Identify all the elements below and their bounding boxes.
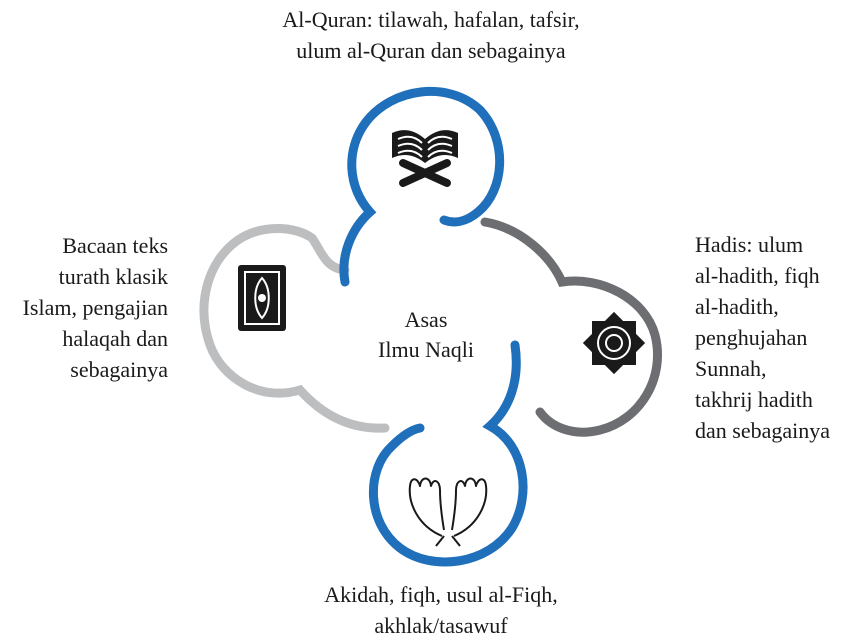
hadis-label-line: al-hadith,: [695, 294, 779, 319]
hadis-label-line: penghujahan: [695, 325, 808, 350]
bubble-right: [480, 217, 663, 437]
center-title-line: Asas: [404, 307, 448, 332]
hadis-label-line: al-hadith, fiqh: [695, 263, 820, 288]
turath-label-line: halaqah dan: [62, 326, 168, 351]
open-quran-icon: [392, 130, 458, 187]
octagram-star-icon: [582, 311, 646, 375]
quran-label-line: Al-Quran: tilawah, hafalan, tafsir,: [282, 7, 580, 32]
akidah-label-line: akhlak/tasawuf: [374, 613, 508, 638]
turath-label-line: Bacaan teks: [62, 233, 168, 258]
akidah-label-line: Akidah, fiqh, usul al-Fiqh,: [324, 582, 558, 607]
bubble-top: [339, 86, 505, 287]
bubble-bottom: [369, 340, 528, 567]
hadis-label: Hadis: ulum al-hadith, fiqh al-hadith, p…: [695, 229, 853, 446]
classic-book-icon: [238, 265, 286, 331]
turath-label: Bacaan teks turath klasik Islam, pengaji…: [0, 230, 168, 385]
hadis-label-line: dan sebagainya: [695, 418, 830, 443]
turath-label-line: turath klasik: [58, 264, 168, 289]
quran-label: Al-Quran: tilawah, hafalan, tafsir, ulum…: [226, 4, 636, 66]
hadis-label-line: takhrij hadith: [695, 387, 813, 412]
center-title: Asas Ilmu Naqli: [346, 305, 506, 365]
turath-label-line: Islam, pengajian: [22, 295, 168, 320]
bubble-left: [199, 224, 390, 433]
quran-label-line: ulum al-Quran dan sebagainya: [296, 38, 566, 63]
hadis-label-line: Hadis: ulum: [695, 232, 804, 257]
praying-hands-icon: [408, 477, 488, 547]
hadis-label-line: Sunnah,: [695, 356, 767, 381]
turath-label-line: sebagainya: [70, 357, 168, 382]
center-title-line: Ilmu Naqli: [378, 337, 474, 362]
akidah-label: Akidah, fiqh, usul al-Fiqh, akhlak/tasaw…: [236, 579, 646, 641]
